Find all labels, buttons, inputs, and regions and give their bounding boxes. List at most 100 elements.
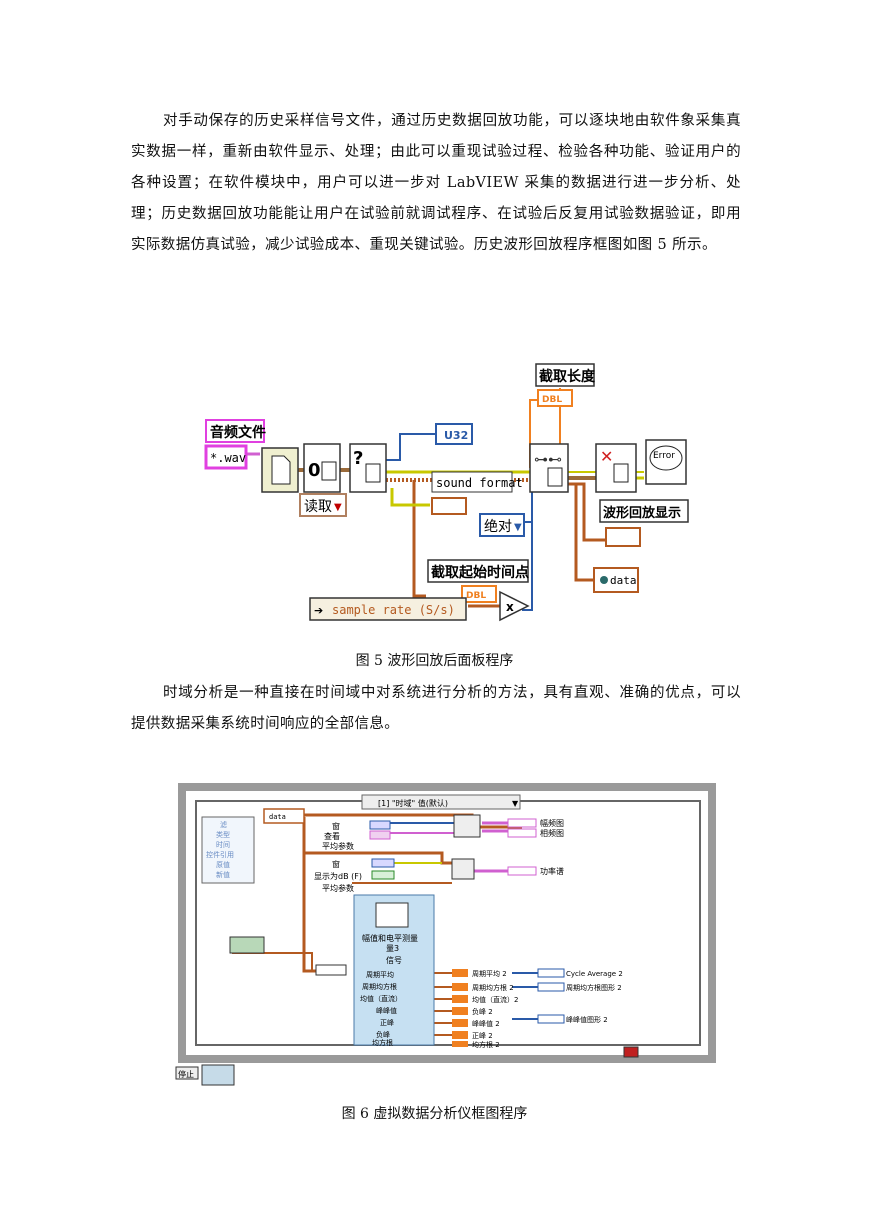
wave-display-label: 波形回放显示 [603, 505, 681, 521]
stop-button[interactable] [201, 1064, 235, 1086]
left-list-item-2: 时间 [216, 840, 230, 849]
close-icon: ✕ [600, 447, 613, 466]
cycle-rms-terminal [537, 982, 565, 992]
amp-level-icon [375, 902, 409, 928]
sound-format-node [431, 471, 513, 493]
output-label-6: 均方根 2 [472, 1040, 500, 1049]
sample-rate-node [309, 597, 467, 621]
output-terminal-1 [452, 983, 468, 991]
cycle-rms-label: 周期均方根图形 2 [566, 983, 622, 992]
stop-condition-icon [623, 1046, 639, 1058]
paragraph-playback-intro: 对手动保存的历史采样信号文件，通过历史数据回放功能，可以逐块地由软件象采集真实数… [131, 113, 741, 253]
figure-5-block-diagram: 音频文件 *.wav 0 读取 ▼ ? U32 sound format 绝对 … [204, 363, 689, 622]
case-structure [195, 800, 701, 1046]
left-list-item-4: 原值 [216, 860, 230, 869]
case-selector[interactable] [361, 794, 521, 810]
power-spectrum-terminal [507, 866, 537, 876]
phase-spectrum-terminal [507, 828, 537, 838]
file-pattern-label: *.wav [210, 451, 246, 465]
glasses-icon: ⊶⊷ [534, 452, 562, 468]
data-indicator-label: data [610, 574, 637, 587]
dropdown-arrow-icon: ▼ [514, 522, 522, 533]
wave-read-icon [547, 467, 563, 487]
avg-params-label-2: 平均参数 [322, 883, 354, 893]
bundle-node [315, 964, 347, 976]
power-spectrum-node [451, 858, 475, 880]
measure-label-3: 峰峰值 [376, 1006, 397, 1015]
output-label-5: 正峰 2 [472, 1031, 493, 1040]
power-spectrum-label: 功率谱 [540, 866, 564, 876]
multiply-label: x [506, 600, 514, 614]
dbl-start-label: DBL [466, 591, 486, 601]
output-label-3: 负峰 2 [472, 1007, 493, 1016]
show-db-toggle[interactable] [371, 870, 395, 880]
dbl-label: DBL [542, 395, 562, 405]
figure-6-block-diagram: [1] "时域" 值(默认) ▼ 滤 类型 时间 控件引用 原值 新值 dat [175, 783, 716, 1086]
sound-format-label: sound format [436, 476, 523, 490]
dropdown-arrow-icon: ▼ [334, 502, 342, 513]
error-label: Error [653, 451, 675, 461]
u32-indicator [435, 423, 473, 445]
cut-start-label: 截取起始时间点 [431, 564, 529, 581]
measure-label-5: 负峰 [376, 1030, 390, 1039]
amp-level-extra: 量3 [386, 944, 399, 953]
globe-icon [600, 576, 608, 584]
measure-label-1: 周期均方根 [362, 982, 397, 991]
data-control[interactable] [263, 808, 305, 824]
window-selector-2[interactable] [371, 858, 395, 868]
measure-label-0: 周期平均 [366, 970, 394, 979]
read-mode-selector[interactable] [299, 493, 347, 517]
arrow-right-icon: ➔ [314, 604, 323, 617]
file-dialog-node [261, 447, 299, 493]
event-timeout-node [229, 936, 265, 954]
cut-length-label: 截取长度 [539, 368, 596, 385]
signal-label: 信号 [386, 955, 402, 965]
window-label-2: 窗 [332, 859, 340, 869]
avg-params-label: 平均参数 [322, 841, 354, 851]
amp-level-title: 幅值和电平测量 [362, 933, 418, 943]
left-list-item-0: 滤 [220, 820, 227, 829]
measure-label-6: 均方根 [372, 1038, 393, 1047]
case-selector-label: [1] "时域" 值(默认) [378, 798, 448, 808]
output-terminal-6 [452, 1041, 468, 1047]
pkpk-graph-terminal [537, 1014, 565, 1024]
left-list-item-1: 类型 [216, 830, 230, 839]
figure-5-caption: 图 5 波形回放后面板程序 [355, 653, 514, 669]
absolute-selector[interactable] [479, 513, 525, 537]
output-label-1: 周期均方根 2 [472, 983, 514, 992]
cycle-average-label: Cycle Average 2 [566, 970, 623, 978]
file-icon [271, 455, 291, 485]
stop-label: 停止 [178, 1069, 194, 1079]
measure-label-4: 正峰 [380, 1018, 394, 1027]
output-terminal-5 [452, 1031, 468, 1039]
measure-label-2: 均值（直流） [360, 994, 402, 1003]
output-label-4: 峰峰值 2 [472, 1019, 500, 1028]
sound-format-terminal [431, 497, 467, 515]
window-selector[interactable] [369, 820, 391, 830]
amp-spectrum-label: 幅频图 [540, 818, 564, 828]
sample-rate-label: sample rate (S/s) [332, 603, 455, 617]
spectrum-node [453, 814, 481, 838]
read-mode-label: 读取 [304, 498, 332, 515]
left-list-item-3: 控件引用 [206, 850, 234, 859]
audio-file-label: 音频文件 [210, 424, 266, 441]
wave-close-icon [613, 463, 629, 483]
amp-spectrum-terminal [507, 818, 537, 828]
cycle-average-terminal [537, 968, 565, 978]
view-selector[interactable] [369, 830, 391, 840]
output-terminal-2 [452, 995, 468, 1003]
waveform-graph-terminal [605, 527, 641, 547]
u32-label: U32 [444, 429, 468, 442]
cut-start-terminal [461, 585, 497, 603]
zero-label: 0 [308, 460, 321, 481]
window-label: 窗 [332, 821, 340, 831]
data-control-label: data [269, 813, 286, 821]
output-label-2: 均值（直流）2 [472, 995, 518, 1004]
figure-6-caption: 图 6 虚拟数据分析仪框图程序 [341, 1106, 528, 1122]
pkpk-graph-label: 峰峰值图形 2 [566, 1015, 608, 1024]
output-terminal-4 [452, 1019, 468, 1027]
output-label-0: 周期平均 2 [472, 969, 507, 978]
left-list-item-5: 新值 [216, 870, 230, 879]
dropdown-arrow-icon: ▼ [512, 799, 519, 808]
cut-length-terminal [537, 389, 573, 407]
